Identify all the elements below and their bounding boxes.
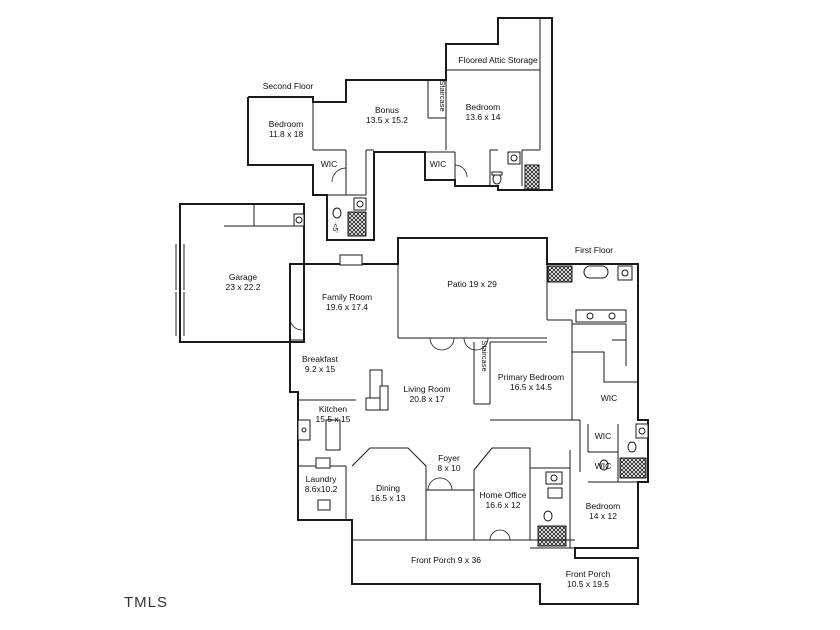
range bbox=[315, 457, 331, 469]
family-name: Family Room bbox=[322, 292, 372, 302]
primary-dim: 16.5 x 14.5 bbox=[510, 382, 552, 392]
second-floor-plan bbox=[247, 17, 553, 241]
door-swing bbox=[463, 337, 477, 351]
sink bbox=[638, 427, 646, 435]
low-ceiling-label: <5' bbox=[331, 223, 338, 232]
door-swing bbox=[331, 167, 347, 183]
bedroom-left-dim: 11.8 x 18 bbox=[269, 129, 304, 139]
primary-name: Primary Bedroom bbox=[498, 372, 564, 382]
door-swing bbox=[429, 337, 443, 351]
door-swing bbox=[439, 477, 453, 491]
front-porch-label: Front Porch 9 x 36 bbox=[411, 555, 481, 565]
wic-label: WIC bbox=[430, 159, 447, 169]
door-swing bbox=[499, 529, 511, 541]
first-floor-plan bbox=[289, 237, 649, 605]
garage-outer-wall bbox=[179, 203, 305, 343]
bedroom-up-name: Bedroom bbox=[466, 102, 501, 112]
sink bbox=[586, 312, 594, 320]
shower-tile bbox=[619, 457, 647, 479]
fireplace bbox=[339, 254, 363, 266]
staircase-label: Staircase bbox=[438, 80, 447, 111]
garage-dim: 23 x 22.2 bbox=[226, 282, 261, 292]
door-swing bbox=[427, 477, 441, 491]
bonus-dim: 13.5 x 15.2 bbox=[366, 115, 408, 125]
sink bbox=[301, 427, 307, 433]
door-swing bbox=[454, 164, 468, 178]
water-heater-tank bbox=[295, 216, 303, 224]
toilet bbox=[627, 441, 637, 453]
front-porch2-dim: 10.5 x 19.5 bbox=[567, 579, 609, 589]
living-name: Living Room bbox=[403, 384, 450, 394]
door-swing bbox=[475, 337, 489, 351]
office-dim: 16.6 x 12 bbox=[486, 500, 521, 510]
foyer-name: Foyer bbox=[438, 453, 460, 463]
living-dim: 20.8 x 17 bbox=[410, 394, 445, 404]
second-floor-title: Second Floor bbox=[263, 81, 314, 91]
office-name: Home Office bbox=[479, 490, 526, 500]
bedroom-left-name: Bedroom bbox=[269, 119, 304, 129]
breakfast-name: Breakfast bbox=[302, 354, 339, 364]
dining-dim: 16.5 x 13 bbox=[371, 493, 406, 503]
sink bbox=[550, 474, 558, 482]
toilet bbox=[543, 510, 553, 522]
tmls-logo: TMLS bbox=[124, 594, 168, 611]
vanity bbox=[547, 487, 563, 499]
wic-wall bbox=[572, 351, 638, 383]
sink bbox=[510, 154, 518, 162]
door-swing bbox=[489, 529, 501, 541]
garage-name: Garage bbox=[229, 272, 258, 282]
shower-tile bbox=[537, 525, 567, 547]
kitchen-island bbox=[325, 419, 341, 451]
garage-plan bbox=[175, 203, 305, 343]
patio-label: Patio 19 x 29 bbox=[447, 279, 497, 289]
bathtub bbox=[583, 265, 609, 279]
office-wall bbox=[473, 447, 531, 541]
bedroom-up-dim: 13.6 x 14 bbox=[466, 112, 501, 122]
bedroom-down-dim: 14 x 12 bbox=[589, 511, 617, 521]
toilet-tank bbox=[491, 171, 503, 176]
staircase-label: Staircase bbox=[480, 340, 489, 371]
counter bbox=[379, 385, 389, 411]
first-floor-title: First Floor bbox=[575, 245, 613, 255]
sink bbox=[356, 200, 364, 208]
bedroom-down-name: Bedroom bbox=[586, 501, 621, 511]
first-floor-outer-wall bbox=[289, 237, 649, 605]
door-swing bbox=[441, 337, 455, 351]
wic-label: WIC bbox=[595, 461, 612, 471]
kitchen-dim: 15.5 x 15 bbox=[316, 414, 351, 424]
washer bbox=[317, 499, 331, 511]
toilet bbox=[599, 459, 609, 471]
shower-tile bbox=[347, 211, 367, 237]
laundry-dim: 8.6x10.2 bbox=[305, 484, 338, 494]
attic-title: Floored Attic Storage bbox=[458, 55, 538, 65]
wic-label: WIC bbox=[595, 431, 612, 441]
door-swing bbox=[289, 317, 303, 331]
shower-tile bbox=[547, 265, 573, 283]
breakfast-dim: 9.2 x 15 bbox=[305, 364, 336, 374]
wic-label: WIC bbox=[601, 393, 618, 403]
laundry-name: Laundry bbox=[306, 474, 337, 484]
sink bbox=[621, 269, 629, 277]
dining-name: Dining bbox=[376, 483, 400, 493]
family-dim: 19.6 x 17.4 bbox=[326, 302, 368, 312]
toilet bbox=[332, 207, 342, 219]
shower-tile bbox=[524, 164, 540, 190]
vanity bbox=[575, 309, 627, 323]
wic-label: WIC bbox=[321, 159, 338, 169]
front-porch2-name: Front Porch bbox=[566, 569, 611, 579]
foyer-dim: 8 x 10 bbox=[437, 463, 460, 473]
kitchen-name: Kitchen bbox=[319, 404, 348, 414]
sink bbox=[608, 312, 616, 320]
bonus-name: Bonus bbox=[375, 105, 399, 115]
